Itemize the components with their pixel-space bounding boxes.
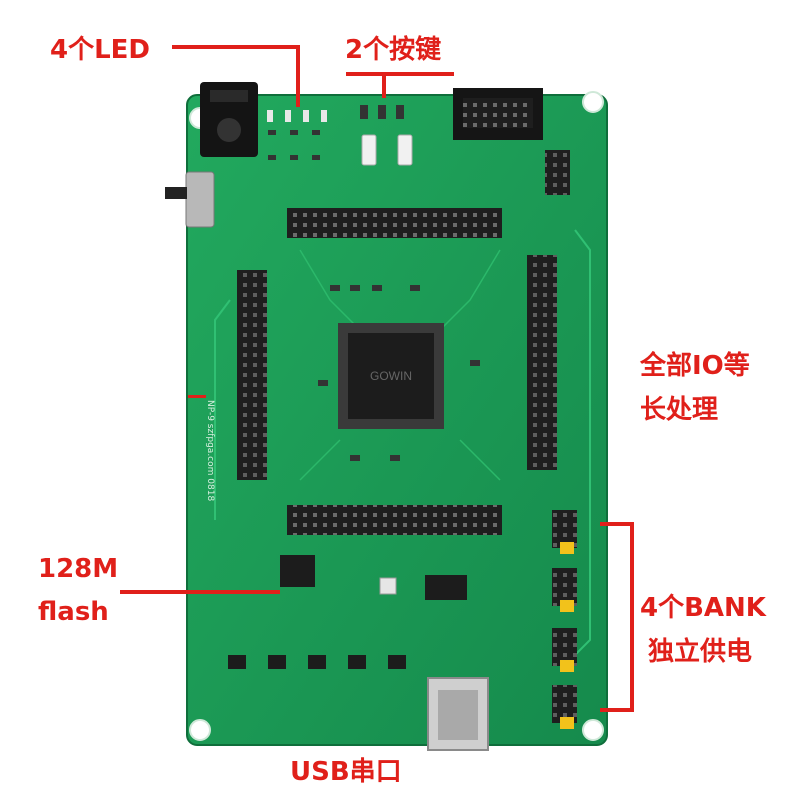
bank-bracket-v: [630, 522, 634, 712]
buttons-label: 2个按键: [345, 35, 442, 65]
io-header-right: [527, 255, 557, 470]
buttons-pointer-v: [382, 72, 386, 98]
fpga-chip: GOWIN: [338, 323, 444, 429]
dc-power-jack: [200, 82, 258, 157]
led-pointer-h: [172, 45, 300, 49]
push-buttons: [360, 105, 413, 166]
silkscreen-text: NP-9 szfpga.com 0818: [205, 400, 215, 501]
flash-label-line1: 128M: [38, 554, 119, 584]
bank-label-line1: 4个BANK: [640, 593, 766, 623]
buttons-pointer-h: [346, 72, 454, 76]
flash-chip: [280, 555, 315, 587]
crystal: [379, 577, 397, 595]
io-header-bottom: [287, 505, 502, 535]
bank-label-line2: 独立供电: [648, 637, 753, 667]
smd-components: [318, 285, 480, 461]
io-label-line2: 长处理: [640, 395, 719, 425]
uart-chip: [425, 575, 467, 600]
bank-bracket-bottom: [600, 708, 634, 712]
io-header-left: [237, 270, 267, 480]
io-label-line1: 全部IO等: [640, 351, 750, 381]
config-header: [545, 150, 570, 195]
bank-jumpers: [552, 510, 577, 729]
led-area: [267, 110, 327, 160]
power-switch: [165, 171, 215, 228]
io-header-top: [287, 208, 502, 238]
usb-connector: [427, 677, 489, 751]
led-label: 4个LED: [50, 35, 151, 65]
chip-marking: GOWIN: [370, 369, 412, 383]
regulators: [228, 655, 406, 669]
edge-mark: [188, 395, 206, 398]
led-pointer-v: [296, 45, 300, 107]
usb-label: USB串口: [290, 757, 402, 787]
jtag-header: [453, 88, 543, 140]
flash-pointer: [120, 590, 280, 594]
flash-label-line2: flash: [38, 597, 109, 627]
bank-bracket-top: [600, 522, 634, 526]
